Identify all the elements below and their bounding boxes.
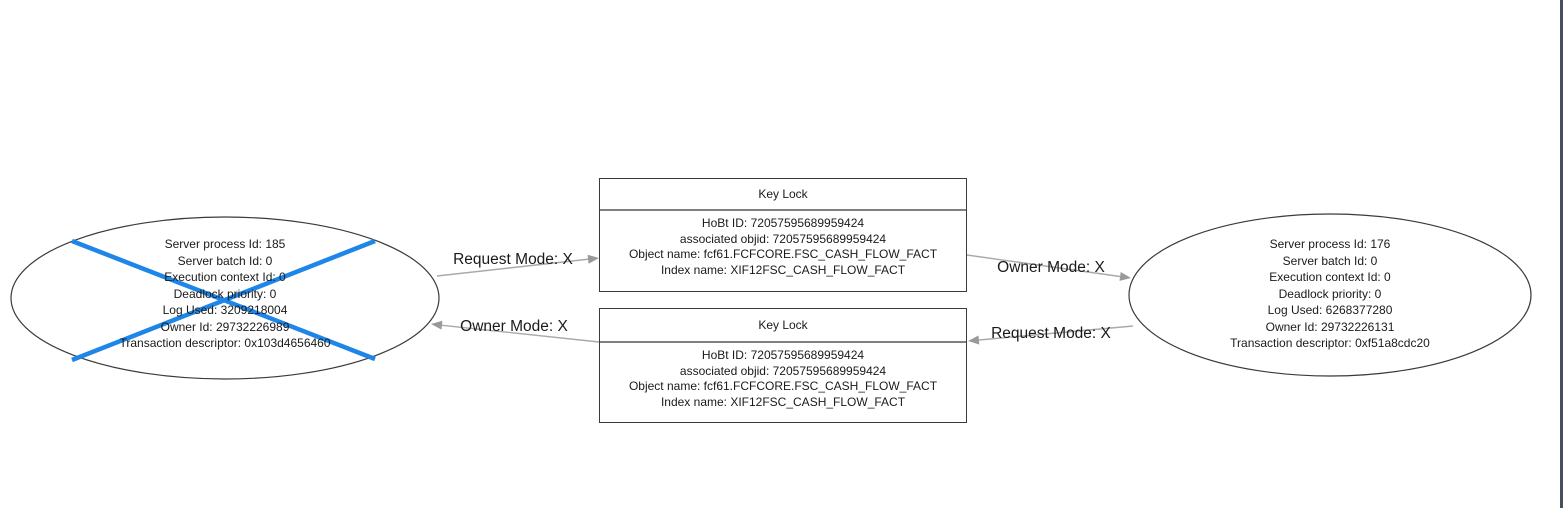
panel-right-border — [1560, 0, 1563, 508]
process-detail-line: Server process Id: 185 — [164, 237, 286, 251]
edge-request-left-line — [436, 258, 591, 277]
process-node-right[interactable] — [1128, 213, 1532, 377]
process-detail-line: Log Used: 3209218004 — [162, 303, 288, 317]
process-detail-line: Owner Id: 29732226131 — [1265, 319, 1395, 334]
arrowhead-icon — [968, 335, 980, 345]
process-detail-line: Server batch Id: 0 — [177, 253, 273, 268]
process-detail-line: Execution context Id: 0 — [164, 270, 286, 284]
process-detail-line: Server process Id: 176 — [1269, 237, 1391, 251]
process-detail-line: Deadlock priority: 0 — [1278, 286, 1382, 301]
process-detail-line: Deadlock priority: 0 — [173, 286, 277, 301]
process-details-left: Server process Id: 185 Server batch Id: … — [15, 236, 435, 352]
edge-label-request-left: Request Mode: X — [453, 251, 573, 268]
lock-detail-line: HoBt ID: 72057595689959424 — [701, 216, 865, 230]
lock-node-title: Key Lock — [600, 309, 966, 343]
victim-cross-icon — [71, 238, 376, 363]
process-details-right: Server process Id: 176 Server batch Id: … — [1120, 236, 1540, 352]
edge-label-owner-left: Owner Mode: X — [460, 318, 568, 335]
process-detail-line: Transaction descriptor: 0xf51a8cdc20 — [1230, 336, 1430, 350]
lock-node-details: HoBt ID: 72057595689959424 associated ob… — [600, 343, 966, 411]
lock-detail-line: associated objid: 72057595689959424 — [679, 231, 887, 246]
edge-request-right-line — [978, 325, 1134, 341]
process-detail-line: Owner Id: 29732226989 — [160, 319, 290, 334]
edge-label-request-right: Request Mode: X — [991, 325, 1111, 342]
process-detail-line: Transaction descriptor: 0x103d4656460 — [119, 336, 331, 350]
lock-node-bottom[interactable]: Key Lock HoBt ID: 72057595689959424 asso… — [599, 308, 967, 423]
edge-owner-left-line — [440, 324, 600, 343]
process-detail-line: Log Used: 6268377280 — [1267, 303, 1393, 317]
lock-detail-line: Object name: fcf61.FCFCORE.FSC_CASH_FLOW… — [628, 379, 938, 394]
lock-detail-line: HoBt ID: 72057595689959424 — [701, 348, 865, 362]
arrowhead-icon — [1119, 272, 1131, 281]
edge-label-owner-right: Owner Mode: X — [997, 259, 1105, 276]
edge-owner-right-line — [966, 254, 1121, 278]
process-detail-line: Server batch Id: 0 — [1282, 253, 1378, 268]
arrowhead-icon — [587, 254, 599, 264]
lock-detail-line: Object name: fcf61.FCFCORE.FSC_CASH_FLOW… — [628, 247, 938, 262]
lock-node-title: Key Lock — [600, 179, 966, 211]
lock-detail-line: Index name: XIF12FSC_CASH_FLOW_FACT — [660, 263, 906, 278]
process-detail-line: Execution context Id: 0 — [1269, 270, 1391, 284]
arrowhead-icon — [431, 320, 443, 330]
lock-detail-line: associated objid: 72057595689959424 — [679, 363, 887, 378]
lock-detail-line: Index name: XIF12FSC_CASH_FLOW_FACT — [660, 395, 906, 410]
lock-node-details: HoBt ID: 72057595689959424 associated ob… — [600, 211, 966, 279]
lock-node-top[interactable]: Key Lock HoBt ID: 72057595689959424 asso… — [599, 178, 967, 292]
